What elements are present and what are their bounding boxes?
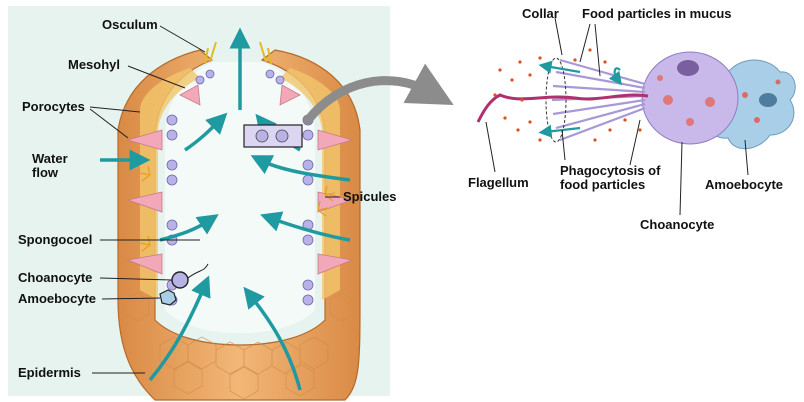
label-epidermis: Epidermis [18,365,81,380]
collar-outline [545,57,567,143]
water-flow-in-left-2 [159,214,219,242]
highlighted-choanocyte-flagellum [187,263,209,279]
label-phagocytosis: Phagocytosis of food particles [560,163,661,192]
mesohyl-right [280,68,340,300]
highlighted-amoebocyte [159,289,177,306]
label-collar: Collar [522,6,559,21]
label-mesohyl: Mesohyl [68,57,121,72]
label-amoebocyte-right: Amoebocyte [705,177,784,192]
collar-microvilli [551,58,646,142]
porocytes-group [126,84,354,275]
inset-highlight-box [243,124,303,148]
food-particles-dots [493,48,642,142]
label-porocytes: Porocytes [22,99,85,114]
label-spongocoel: Spongocoel [18,232,93,247]
osculum-tips [204,41,272,65]
label-flagellum: Flagellum [468,175,529,190]
label-choanocyte-right: Choanocyte [640,217,715,232]
leader-lines [89,17,749,374]
label-spicules: Spicules [343,189,397,204]
flagellum-strand [476,93,649,123]
water-flow-in-right-3 [243,286,302,391]
magnify-pointer-arrow [303,63,454,125]
label-osculum: Osculum [102,17,158,32]
water-flow-arrows [100,27,351,391]
highlighted-choanocyte [171,271,189,289]
label-water-flow: Water flow [32,151,68,180]
water-flow-in-left-3 [148,275,211,382]
choanocyte-cell-body [641,51,739,145]
water-flow-in-top-left [184,112,228,152]
sponge-body-wall [117,49,361,401]
label-amoebocyte-left: Amoebocyte [18,291,97,306]
mesohyl-left [140,68,200,300]
water-flow-in-right-1 [250,155,351,182]
label-choanocyte-left: Choanocyte [18,270,93,285]
label-food-particles: Food particles in mucus [582,6,732,21]
water-flow-in-right-2 [260,211,351,242]
epidermis-texture [124,292,355,400]
